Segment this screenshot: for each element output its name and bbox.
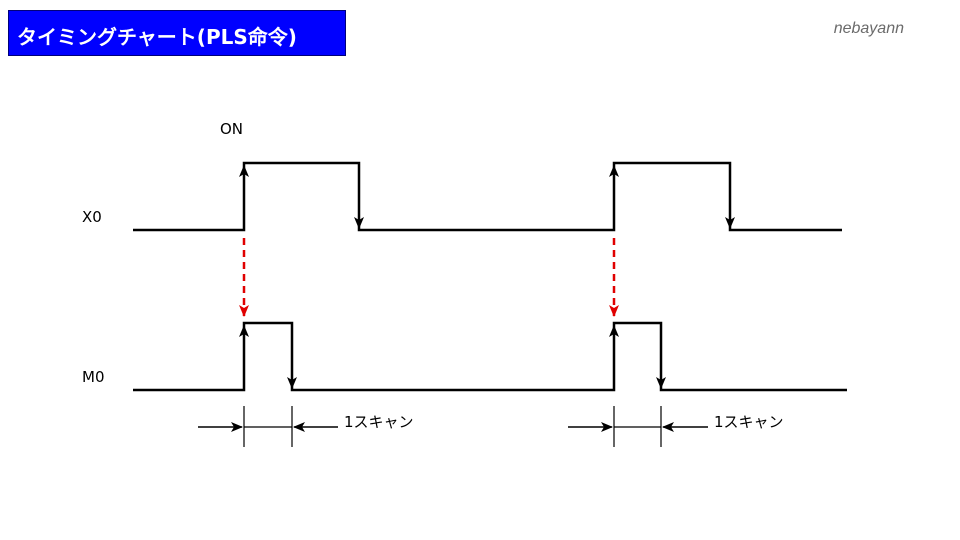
scan-dimension-1 — [198, 406, 338, 447]
signal-label-m0: M0 — [82, 368, 105, 386]
author-name: nebayann — [833, 20, 904, 37]
scan-label-2: 1スキャン — [714, 413, 784, 431]
scan-dimension-2 — [568, 406, 708, 447]
signal-label-x0: X0 — [82, 208, 102, 226]
m0-waveform — [133, 321, 847, 392]
title-bar: タイミングチャート(PLS命令) — [8, 10, 346, 56]
scan-label-1: 1スキャン — [344, 413, 414, 431]
slide-title: タイミングチャート(PLS命令) — [17, 25, 297, 49]
on-label: ON — [220, 120, 243, 138]
x0-waveform — [133, 161, 842, 232]
